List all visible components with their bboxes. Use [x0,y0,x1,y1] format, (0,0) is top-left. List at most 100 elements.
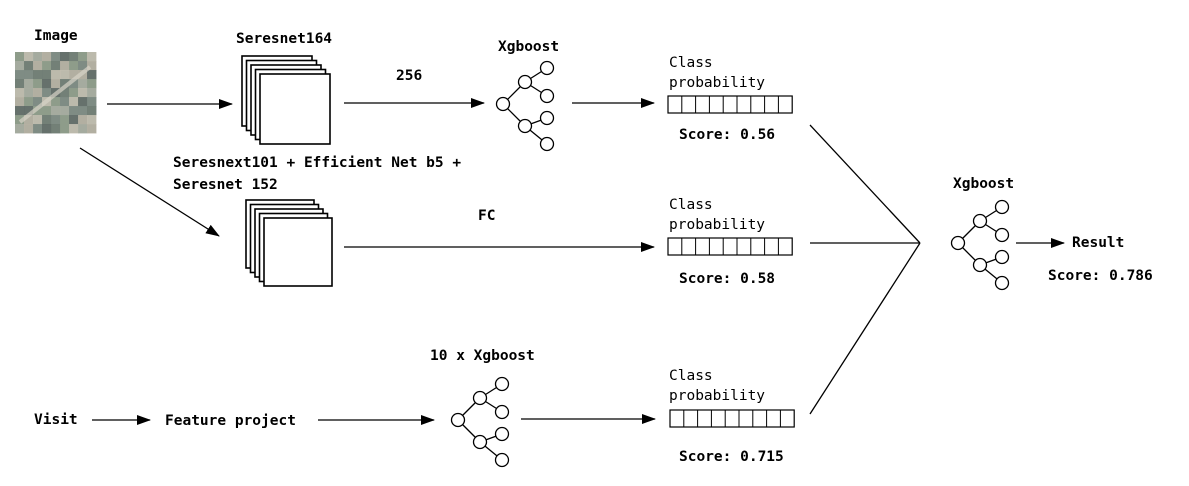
10x-xgboost-tree-node [450,412,466,428]
thumb-tile [33,124,43,134]
xgboost-tree-node [517,118,533,134]
thumb-tile [15,97,25,107]
thumb-tile [51,124,61,134]
thumb-tile [69,97,79,107]
ensemble-cnn-card [263,217,333,287]
thumb-tile [69,61,79,71]
thumb-tile [42,124,52,134]
thumb-tile [87,124,97,134]
thumb-tile [15,124,25,134]
thumb-tile [51,106,61,116]
ensemble-cnn-label-line2: Seresnet 152 [173,177,278,193]
thumb-tile [87,70,97,80]
thumb-tile [69,106,79,116]
thumb-tile [15,106,25,116]
thumb-tile [60,61,70,71]
thumb-tile [42,61,52,71]
class-prob-mid-line1: Class [669,197,713,213]
final-xgboost-tree-node [994,199,1010,215]
10x-xgboost-label: 10 x Xgboost [430,348,535,364]
thumb-tile [69,88,79,98]
feature-project-label: Feature project [165,413,296,429]
final-xgboost-label: Xgboost [953,176,1015,192]
class-probability-bar-mid [667,237,793,256]
feature-dim-label: 256 [396,68,423,84]
xgboost-tree-node [517,74,533,90]
thumb-tile [15,61,25,71]
input-image-thumbnail [15,52,97,134]
thumb-tile [42,52,52,62]
line-top-to-merge [809,124,921,244]
thumb-tile [24,61,34,71]
final-xgboost-tree-node [972,257,988,273]
thumb-tile [24,106,34,116]
thumb-tile [78,115,88,125]
score-top: Score: 0.56 [679,127,776,143]
thumb-tile [33,115,43,125]
final-xgboost-tree-node [994,227,1010,243]
class-prob-mid-frame [667,237,793,256]
thumb-tile [42,88,52,98]
fc-label: FC [478,208,496,224]
seresnet164-card [259,73,331,145]
thumb-tile [51,115,61,125]
thumb-tile [78,88,88,98]
thumb-tile [24,97,34,107]
thumb-tile [24,115,34,125]
thumb-tile [33,70,43,80]
final-xgboost-tree-node [950,235,966,251]
thumb-tile [87,88,97,98]
class-prob-bottom-line2: probability [669,388,766,404]
thumb-tile [87,106,97,116]
thumb-tile [51,52,61,62]
10x-xgboost-tree-node [494,376,510,392]
thumb-tile [87,61,97,71]
final-score-label: Score: 0.786 [1048,268,1153,284]
thumb-tile [24,52,34,62]
xgboost-label: Xgboost [498,39,560,55]
thumb-tile [33,52,43,62]
thumb-tile [60,97,70,107]
thumb-tile [33,97,43,107]
xgboost-tree-icon [495,60,555,152]
thumb-tile [24,88,34,98]
thumb-tile [33,88,43,98]
image-label: Image [34,28,78,44]
result-label: Result [1072,235,1125,251]
thumb-tile [33,79,43,89]
class-prob-top-line1: Class [669,55,713,71]
arrow-image-to-ensemble-cnn [79,147,220,237]
final-xgboost-tree-node [994,249,1010,265]
xgboost-tree-node [539,88,555,104]
thumb-tile [60,124,70,134]
thumb-road [18,65,92,124]
10x-xgboost-tree-node [472,390,488,406]
thumb-tile [51,61,61,71]
class-prob-top-line2: probability [669,75,766,91]
thumb-tile [60,70,70,80]
thumb-tile [60,88,70,98]
10x-xgboost-tree-node [494,404,510,420]
seresnet164-label: Seresnet164 [236,31,333,47]
10x-xgboost-tree-node [494,452,510,468]
thumb-tile [87,97,97,107]
thumb-tile [87,52,97,62]
xgboost-tree-node [539,60,555,76]
thumb-tile [60,106,70,116]
thumb-tile [24,79,34,89]
thumb-tile [78,79,88,89]
thumb-tile [78,97,88,107]
thumb-tile [33,106,43,116]
score-mid: Score: 0.58 [679,271,776,287]
class-prob-mid-line2: probability [669,217,766,233]
final-xgboost-tree-icon [950,199,1010,291]
thumb-tile [60,52,70,62]
final-xgboost-tree-node [994,275,1010,291]
thumb-tile [60,79,70,89]
thumb-tile [24,124,34,134]
visit-label: Visit [34,412,78,428]
thumb-tile [69,115,79,125]
10x-xgboost-tree-node [494,426,510,442]
thumb-tile [78,124,88,134]
